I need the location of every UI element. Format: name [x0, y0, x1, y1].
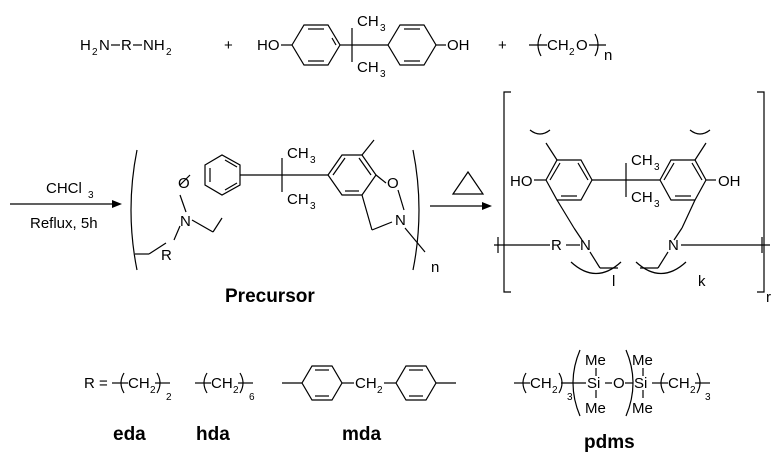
svg-text:3: 3: [310, 201, 316, 212]
paraform-n: n: [604, 47, 612, 64]
diamine-n: N: [99, 37, 110, 54]
svg-text:3: 3: [654, 199, 660, 210]
step1-arrow: CHCl 3 Reflux, 5h: [10, 180, 122, 232]
precursor-n-left: N: [180, 213, 191, 230]
r-group-hda: CH 2 6 hda: [195, 372, 255, 445]
svg-text:3: 3: [88, 190, 94, 201]
diamine-sub-2a: 2: [92, 47, 98, 58]
svg-text:3: 3: [567, 392, 573, 403]
polymer-ch3-top: CH: [631, 152, 653, 169]
polymer-n-left: N: [580, 237, 591, 254]
svg-text:Me: Me: [585, 352, 606, 369]
precursor-o-right: O: [387, 175, 399, 192]
svg-text:6: 6: [249, 392, 255, 403]
hda-label: hda: [196, 424, 230, 445]
r-group-mda: CH 2 mda: [282, 365, 456, 445]
svg-text:2: 2: [552, 385, 558, 396]
diamine-reactant: H 2 N R NH 2: [80, 37, 172, 58]
step2-arrow: [430, 170, 492, 210]
mda-label: mda: [342, 424, 382, 445]
pdms-label: pdms: [584, 432, 635, 453]
svg-text:Si: Si: [587, 375, 600, 392]
polymer-n-right: N: [668, 237, 679, 254]
plus-sign-2: +: [498, 37, 507, 54]
polymer-ho: HO: [510, 173, 533, 190]
precursor-r: R: [161, 247, 172, 264]
eda-label: eda: [113, 424, 146, 445]
polymer-k: k: [698, 273, 706, 290]
svg-text:2: 2: [233, 385, 239, 396]
svg-text:Me: Me: [585, 400, 606, 417]
svg-text:CH: CH: [355, 375, 377, 392]
bisphenol-a-reactant: HO CH 3 CH 3 OH: [257, 13, 470, 80]
bisphenol-ho: HO: [257, 37, 280, 54]
svg-text:Si: Si: [634, 375, 647, 392]
precursor-ch3-bottom: CH: [287, 191, 309, 208]
diamine-sub-2b: 2: [166, 47, 172, 58]
svg-text:3: 3: [310, 155, 316, 166]
r-equals-label: R =: [84, 375, 108, 392]
r-group-pdms: CH 2 3 Si Me Me O Si Me Me CH 2 3 pdms: [514, 349, 711, 453]
svg-text:CH: CH: [668, 375, 690, 392]
svg-text:2: 2: [377, 385, 383, 396]
polymer-r: R: [551, 237, 562, 254]
precursor-structure: R N O CH 3 CH 3 O N n Precursor: [130, 139, 439, 307]
svg-text:O: O: [613, 375, 625, 392]
plus-sign-1: +: [224, 37, 233, 54]
precursor-o-left: O: [178, 175, 190, 192]
svg-text:3: 3: [654, 162, 660, 173]
svg-text:2: 2: [690, 385, 696, 396]
precursor-ch3-top: CH: [287, 145, 309, 162]
conditions-label: Reflux, 5h: [30, 215, 98, 232]
polybenzoxazine-structure: r HO CH 3 CH 3 OH N R l: [494, 91, 771, 306]
precursor-n-right: N: [395, 212, 406, 229]
svg-text:3: 3: [380, 69, 386, 80]
paraformaldehyde-reactant: CH 2 O n: [529, 33, 612, 64]
svg-text:CH: CH: [211, 375, 233, 392]
svg-text:Me: Me: [632, 400, 653, 417]
diamine-h: H: [80, 37, 91, 54]
diamine-r: R: [121, 37, 132, 54]
bpa-ch3-top: CH: [357, 13, 379, 30]
polymer-ch3-bottom: CH: [631, 189, 653, 206]
svg-text:2: 2: [569, 47, 575, 58]
svg-text:2: 2: [166, 392, 172, 403]
bpa-ch3-bottom: CH: [357, 59, 379, 76]
diamine-nh: NH: [143, 37, 165, 54]
polymer-l: l: [612, 273, 615, 290]
polymer-r-subscript: r: [766, 289, 771, 306]
precursor-n-subscript: n: [431, 259, 439, 276]
svg-text:Me: Me: [632, 352, 653, 369]
svg-text:2: 2: [150, 385, 156, 396]
paraform-o: O: [576, 37, 588, 54]
svg-text:CH: CH: [530, 375, 552, 392]
bisphenol-oh: OH: [447, 37, 470, 54]
precursor-label: Precursor: [225, 286, 315, 307]
svg-text:CH: CH: [128, 375, 150, 392]
r-group-eda: CH 2 2 eda: [112, 372, 172, 445]
paraform-ch: CH: [547, 37, 569, 54]
solvent-label: CHCl: [46, 180, 82, 197]
polymer-oh: OH: [718, 173, 741, 190]
svg-text:3: 3: [380, 23, 386, 34]
svg-text:3: 3: [705, 392, 711, 403]
